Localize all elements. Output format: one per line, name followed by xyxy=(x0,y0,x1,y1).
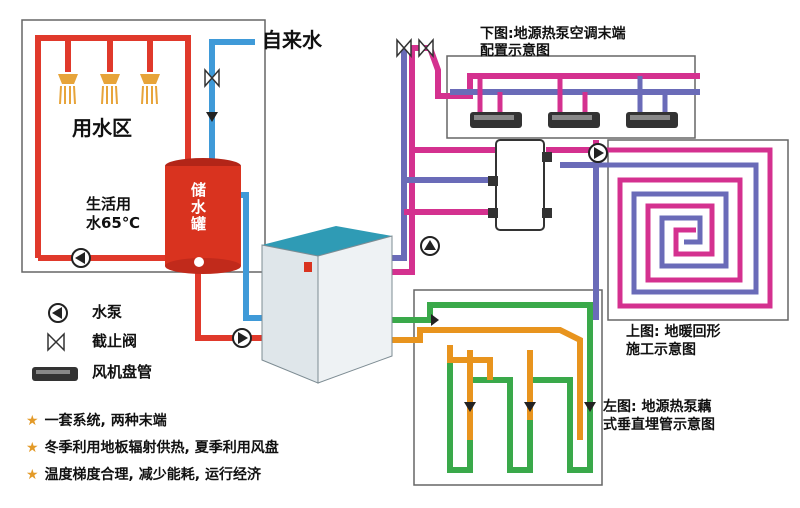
shower-icon xyxy=(58,74,78,105)
valve-icon xyxy=(418,38,434,58)
bottom-caption-line2: 式垂直埋管示意图 xyxy=(603,417,715,433)
pump-icon xyxy=(420,236,440,256)
legend-pump-label: 水泵 xyxy=(92,303,123,321)
top-caption-line1: 下图:地源热泵空调末端 xyxy=(480,26,626,42)
right-caption-line1: 上图: 地暖回形 xyxy=(626,324,721,340)
pump-icon xyxy=(71,248,91,268)
fan-coil-icon xyxy=(548,112,600,128)
water-zone-label: 用水区 xyxy=(72,116,132,140)
fan-coil-icon xyxy=(470,112,522,128)
legend-fan-coil-icon xyxy=(32,367,78,381)
right-caption-line2: 施工示意图 xyxy=(626,342,696,358)
legend-pump-icon xyxy=(48,303,68,323)
floor-heating-coil xyxy=(596,147,773,309)
storage-tank xyxy=(165,158,241,274)
bullet-icon: ★ xyxy=(26,413,39,429)
tank-label: 储水罐 xyxy=(189,182,207,233)
pump-icon xyxy=(232,328,252,348)
hot-water-loop xyxy=(35,35,191,261)
fan-coil-drops xyxy=(477,76,668,112)
floor-heating-panel xyxy=(607,139,789,321)
shower-icon xyxy=(100,74,120,105)
hot-water-label-line1: 生活用 xyxy=(86,195,132,213)
shower-heads xyxy=(58,74,160,105)
note-2: ★ 冬季利用地板辐射供热, 夏季利用风盘 xyxy=(26,440,279,456)
bottom-caption-line1: 左图: 地源热泵藕 xyxy=(603,399,712,415)
note-3: ★ 温度梯度合理, 减少能耗, 运行经济 xyxy=(26,467,261,483)
bullet-icon: ★ xyxy=(26,440,39,456)
pump-icon xyxy=(588,143,608,163)
heat-exchanger xyxy=(488,139,552,231)
note-2-text: 冬季利用地板辐射供热, 夏季利用风盘 xyxy=(44,440,279,456)
tank-return-line xyxy=(195,272,262,341)
ground-flow-arrows xyxy=(431,314,596,412)
valve-icon xyxy=(396,38,412,58)
hot-water-label-line2: 水65℃ xyxy=(86,214,141,232)
note-1-text: 一套系统, 两种末端 xyxy=(44,413,167,429)
flow-arrow-icon xyxy=(206,112,218,122)
water-zone-panel xyxy=(21,19,266,273)
fan-coil-units xyxy=(470,112,678,128)
top-caption-line2: 配置示意图 xyxy=(480,43,550,59)
valve-icon xyxy=(204,68,220,88)
bullet-icon: ★ xyxy=(26,467,39,483)
ground-loops xyxy=(388,302,593,473)
note-3-text: 温度梯度合理, 减少能耗, 运行经济 xyxy=(44,467,261,483)
legend-valve-icon xyxy=(47,332,65,352)
note-1: ★ 一套系统, 两种末端 xyxy=(26,413,167,429)
legend-fan-coil-label: 风机盘管 xyxy=(92,363,153,381)
tap-water-label: 自来水 xyxy=(262,28,322,52)
borehole-panel xyxy=(413,289,603,486)
legend-valve-label: 截止阀 xyxy=(92,332,138,350)
shower-icon xyxy=(140,74,160,105)
fan-coil-icon xyxy=(626,112,678,128)
heat-pump-unit xyxy=(261,226,393,384)
